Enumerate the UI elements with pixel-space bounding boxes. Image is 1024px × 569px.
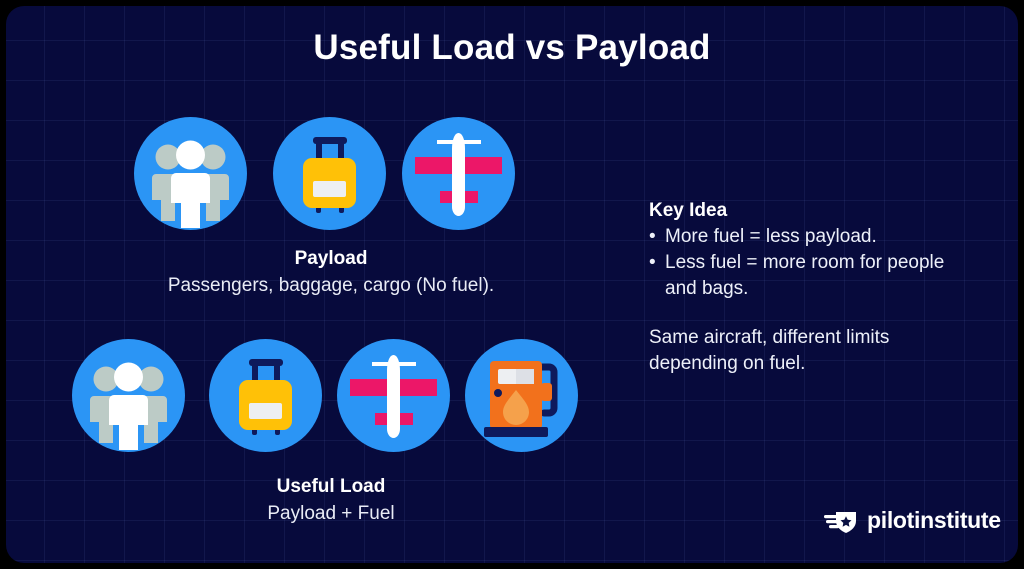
- useful-load-people-circle: [72, 339, 185, 452]
- useful-load-caption-title: Useful Load: [276, 476, 386, 497]
- logo-text: pilotinstitute: [867, 507, 1001, 533]
- key-idea-bullet: Less fuel = more room for people and bag…: [649, 250, 969, 302]
- key-idea-list: More fuel = less payload. Less fuel = mo…: [649, 224, 969, 302]
- airplane-icon: [350, 355, 437, 438]
- useful-load-baggage-circle: [209, 339, 322, 452]
- people-icon: [152, 140, 229, 228]
- useful-load-caption: Useful Load Payload + Fuel: [66, 474, 596, 527]
- useful-load-fuel-circle: [465, 339, 578, 452]
- useful-load-caption-sub: Payload + Fuel: [267, 503, 395, 524]
- payload-aircraft-circle: [402, 117, 515, 230]
- suitcase-icon: [239, 359, 292, 435]
- payload-baggage-circle: [273, 117, 386, 230]
- infographic-card: Useful Load vs Payload: [6, 6, 1018, 563]
- airplane-icon: [415, 133, 502, 216]
- useful-load-aircraft-circle: [337, 339, 450, 452]
- pilot-institute-logo: pilotinstitute: [824, 507, 1001, 534]
- suitcase-icon: [303, 137, 356, 213]
- winged-shield-star-icon: [824, 511, 856, 533]
- key-idea-heading: Key Idea: [649, 200, 728, 221]
- payload-people-circle: [134, 117, 247, 230]
- key-idea-note: Same aircraft, different limits dependin…: [649, 327, 890, 374]
- key-idea-panel: Key Idea More fuel = less payload. Less …: [649, 198, 969, 377]
- key-idea-bullet: More fuel = less payload.: [649, 224, 969, 250]
- payload-caption-title: Payload: [294, 248, 368, 269]
- payload-caption: Payload Passengers, baggage, cargo (No f…: [66, 246, 596, 299]
- people-icon: [90, 362, 167, 450]
- page-title: Useful Load vs Payload: [313, 28, 711, 67]
- payload-caption-sub: Passengers, baggage, cargo (No fuel).: [167, 275, 495, 296]
- fuel-pump-icon: [484, 361, 558, 437]
